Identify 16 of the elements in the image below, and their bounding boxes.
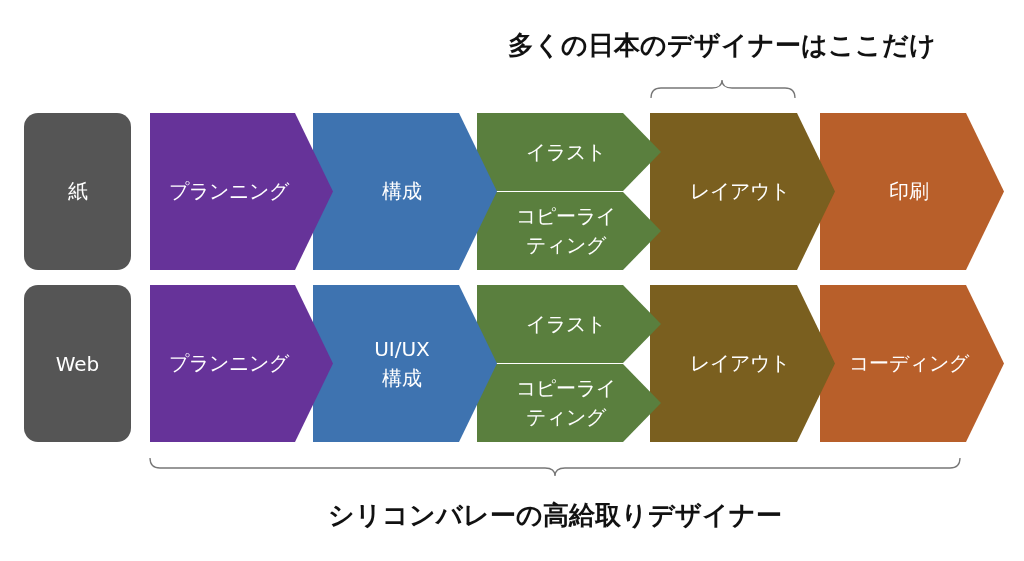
step-label: プランニング bbox=[167, 178, 290, 205]
bracket-caption: 多くの日本のデザイナーはここだけ bbox=[508, 29, 936, 62]
step-label: 構成 bbox=[381, 178, 423, 205]
step-label: コピーライティング bbox=[515, 375, 617, 431]
row-header: 紙 bbox=[24, 113, 131, 270]
step-label: コピーライティング bbox=[515, 203, 617, 259]
step-label: イラスト bbox=[525, 138, 607, 166]
step-label: コーディング bbox=[848, 350, 970, 377]
row-header: Web bbox=[24, 285, 131, 442]
step-label: レイアウト bbox=[688, 350, 791, 377]
step-label: イラスト bbox=[525, 310, 607, 338]
step-label: レイアウト bbox=[688, 178, 791, 205]
bracket-caption: シリコンバレーの高給取りデザイナー bbox=[328, 499, 782, 532]
step-label: UI/UX構成 bbox=[373, 335, 431, 392]
step-label: 印刷 bbox=[888, 178, 930, 205]
step-label: プランニング bbox=[167, 350, 290, 377]
